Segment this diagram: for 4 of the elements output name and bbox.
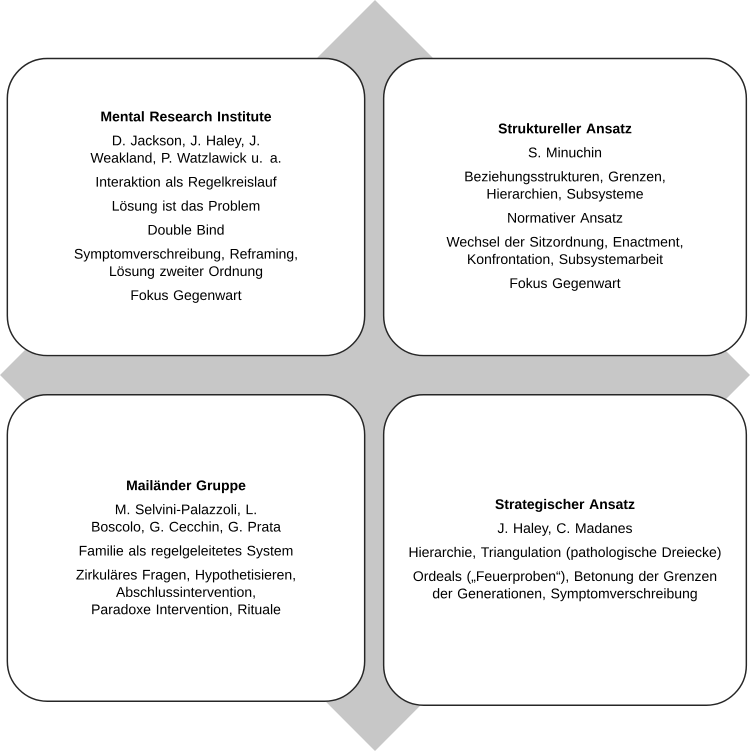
rounded-box: Mental Research Institute D. Jackson, J. Haley, J. Weakland, P. Watzlawick u. a. Interaktion als Regelkreislauf Lösung ist das Problem Double Bind Symptomverschreibung, Reframing, Lösung zweiter Ordnung Fokus Gegenwart [6,58,366,356]
rounded-box: Struktureller Ansatz S. Minuchin Beziehungsstrukturen, Grenzen, Hierarchien, Subsysteme Normativer Ansatz Wechsel der Sitzordnung, Enactment, Konfrontation, Subsystemarbeit Fokus Gegenwart [382,58,748,356]
rounded-box: Mailänder Gruppe M. Selvini-Palazzoli, L. Boscolo, G. Cecchin, G. Prata Familie als regelgeleitetes System Zirkuläres Fragen, Hypothetisieren, Abschlussintervention, Paradoxe Intervention, Rituale [6,394,366,702]
rounded-box: Strategischer Ansatz J. Haley, C. Madanes Hierarchie, Triangulation (pathologische Dreiecke) Ordeals („Feuerproben“), Betonung der Grenzen der Generationen, Symptomverschreibung [382,394,748,706]
